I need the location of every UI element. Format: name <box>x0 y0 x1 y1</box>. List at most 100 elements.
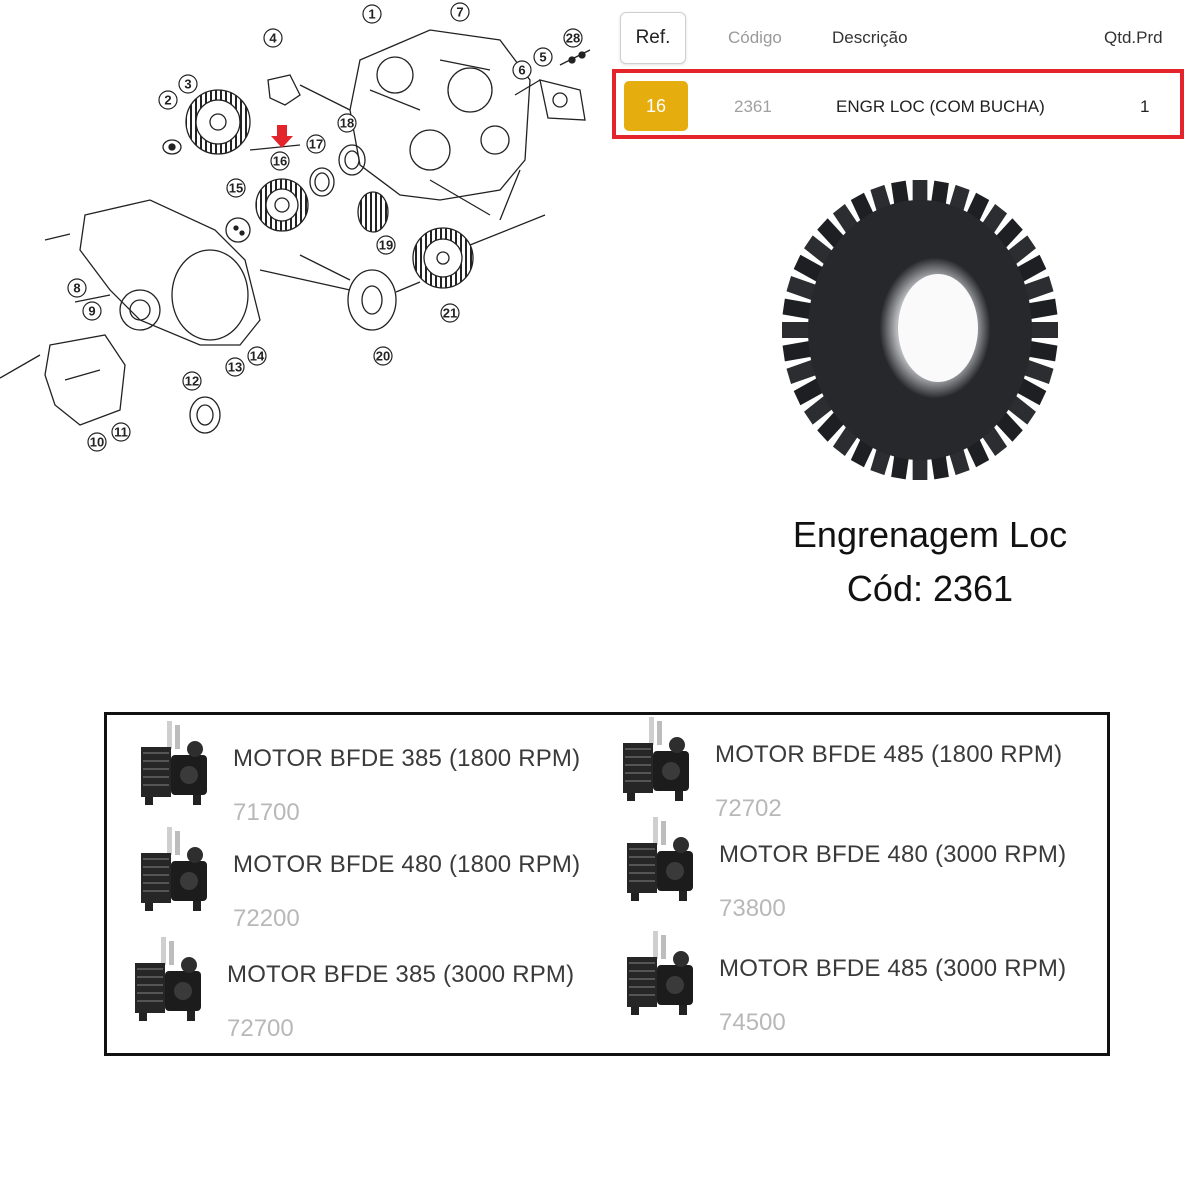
callout-17 <box>306 134 326 154</box>
callout-10 <box>87 432 107 452</box>
motor-code: 71700 <box>233 799 300 826</box>
gear-tooth <box>1030 322 1059 338</box>
motor-item[interactable]: MOTOR BFDE 480 (1800 RPM) 72200 <box>137 825 607 932</box>
callout-label: 8 <box>73 281 80 296</box>
motor-code: 72200 <box>233 905 300 932</box>
callout-label: 4 <box>269 31 277 46</box>
callout-1 <box>362 4 382 24</box>
motor-code: 73800 <box>719 895 786 922</box>
callout-13 <box>225 357 245 377</box>
motor-name: MOTOR BFDE 385 (3000 RPM) <box>227 961 575 988</box>
engine-icon <box>626 816 694 902</box>
callout-9 <box>82 301 102 321</box>
motor-code: 74500 <box>719 1009 786 1036</box>
gasket-5 <box>539 79 586 121</box>
part-caption-title: Engrenagem Loc <box>792 514 1068 555</box>
gear-tooth <box>782 298 813 320</box>
engine-icon <box>140 720 208 806</box>
callout-2 <box>158 90 178 110</box>
callout-label: 2 <box>164 93 171 108</box>
callout-20 <box>373 346 393 366</box>
part-description-cell: ENGR LOC (COM BUCHA) <box>836 97 1045 116</box>
callout-label: 20 <box>376 349 390 364</box>
motor-code: 72700 <box>227 1015 294 1042</box>
pulley-20 <box>347 269 397 331</box>
callout-6 <box>512 60 532 80</box>
down-arrow-icon <box>271 125 293 148</box>
motor-item[interactable]: MOTOR BFDE 485 (1800 RPM) 72702 <box>619 715 1089 822</box>
callout-21 <box>440 303 460 323</box>
motor-item[interactable]: MOTOR BFDE 385 (3000 RPM) 72700 <box>131 935 601 1042</box>
callout-label: 5 <box>539 50 546 65</box>
callout-3 <box>178 74 198 94</box>
compatible-motors-panel: MOTOR BFDE 385 (1800 RPM) 71700 MOTOR BF… <box>104 712 1110 1056</box>
callout-14 <box>247 346 267 366</box>
gear-tooth <box>1022 359 1054 384</box>
front-cover <box>79 199 261 346</box>
callout-19 <box>376 235 396 255</box>
callout-4 <box>263 28 283 48</box>
callout-28 <box>563 28 583 48</box>
callout-15 <box>226 178 246 198</box>
callout-label: 19 <box>379 238 393 253</box>
callout-label: 1 <box>368 7 375 22</box>
engine-icon <box>140 826 208 912</box>
gear-tooth <box>786 359 818 384</box>
motor-name: MOTOR BFDE 480 (3000 RPM) <box>719 841 1067 868</box>
callout-label: 16 <box>273 154 287 169</box>
callout-label: 3 <box>184 77 191 92</box>
codigo-column-header: Código <box>728 28 782 47</box>
callout-18 <box>337 113 357 133</box>
callout-11 <box>111 422 131 442</box>
qtd-column-header: Qtd.Prd <box>1104 28 1163 47</box>
callout-label: 15 <box>229 181 243 196</box>
gear-tooth <box>786 276 818 301</box>
ref-column-header[interactable]: Ref. <box>620 12 686 64</box>
gear-tooth <box>793 377 825 406</box>
callout-label: 10 <box>90 435 104 450</box>
callout-label: 11 <box>114 425 128 440</box>
callout-label: 7 <box>456 5 463 20</box>
callout-label: 12 <box>185 374 199 389</box>
callout-label: 28 <box>566 31 580 46</box>
part-quantity-cell: 1 <box>1140 97 1150 116</box>
engine-icon <box>134 936 202 1022</box>
motor-name: MOTOR BFDE 485 (3000 RPM) <box>719 955 1067 982</box>
callout-5 <box>533 47 553 67</box>
gear-tooth <box>1027 298 1058 320</box>
motor-item[interactable]: MOTOR BFDE 485 (3000 RPM) 74500 <box>623 929 1093 1036</box>
callout-label: 18 <box>340 116 354 131</box>
descricao-column-header: Descrição <box>832 28 908 47</box>
highlighted-part-row[interactable]: 16 2361 ENGR LOC (COM BUCHA) 1 <box>612 69 1184 139</box>
motor-item[interactable]: MOTOR BFDE 480 (3000 RPM) 73800 <box>623 815 1093 922</box>
plate-4 <box>267 74 301 106</box>
callout-label: 21 <box>443 306 457 321</box>
parts-table-header: Ref. Código Descrição Qtd.Prd <box>618 12 1188 64</box>
part-code-cell: 2361 <box>734 97 772 116</box>
callout-label: 6 <box>518 63 525 78</box>
ref-badge[interactable]: 16 <box>624 81 688 131</box>
cover-plate-10 <box>44 334 126 426</box>
callout-label: 14 <box>250 349 265 364</box>
callout-16 <box>270 151 290 171</box>
gear-19 <box>357 191 389 233</box>
motor-item[interactable]: MOTOR BFDE 385 (1800 RPM) 71700 <box>137 719 607 826</box>
gear-tooth <box>1015 377 1047 406</box>
gear-tooth <box>793 254 825 283</box>
callout-7 <box>450 2 470 22</box>
callout-label: 9 <box>88 304 95 319</box>
gear-photo <box>781 180 1059 480</box>
motor-name: MOTOR BFDE 485 (1800 RPM) <box>715 741 1063 768</box>
engine-icon <box>622 716 690 802</box>
motor-code: 72702 <box>715 795 782 822</box>
part-caption-code: Cód: 2361 <box>846 568 1014 609</box>
motor-name: MOTOR BFDE 385 (1800 RPM) <box>233 745 581 772</box>
gear-tooth <box>1022 276 1054 301</box>
callout-12 <box>182 371 202 391</box>
gear-tooth <box>1015 254 1047 283</box>
callout-8 <box>67 278 87 298</box>
rear-housing <box>349 29 531 201</box>
callout-label: 17 <box>309 137 323 152</box>
